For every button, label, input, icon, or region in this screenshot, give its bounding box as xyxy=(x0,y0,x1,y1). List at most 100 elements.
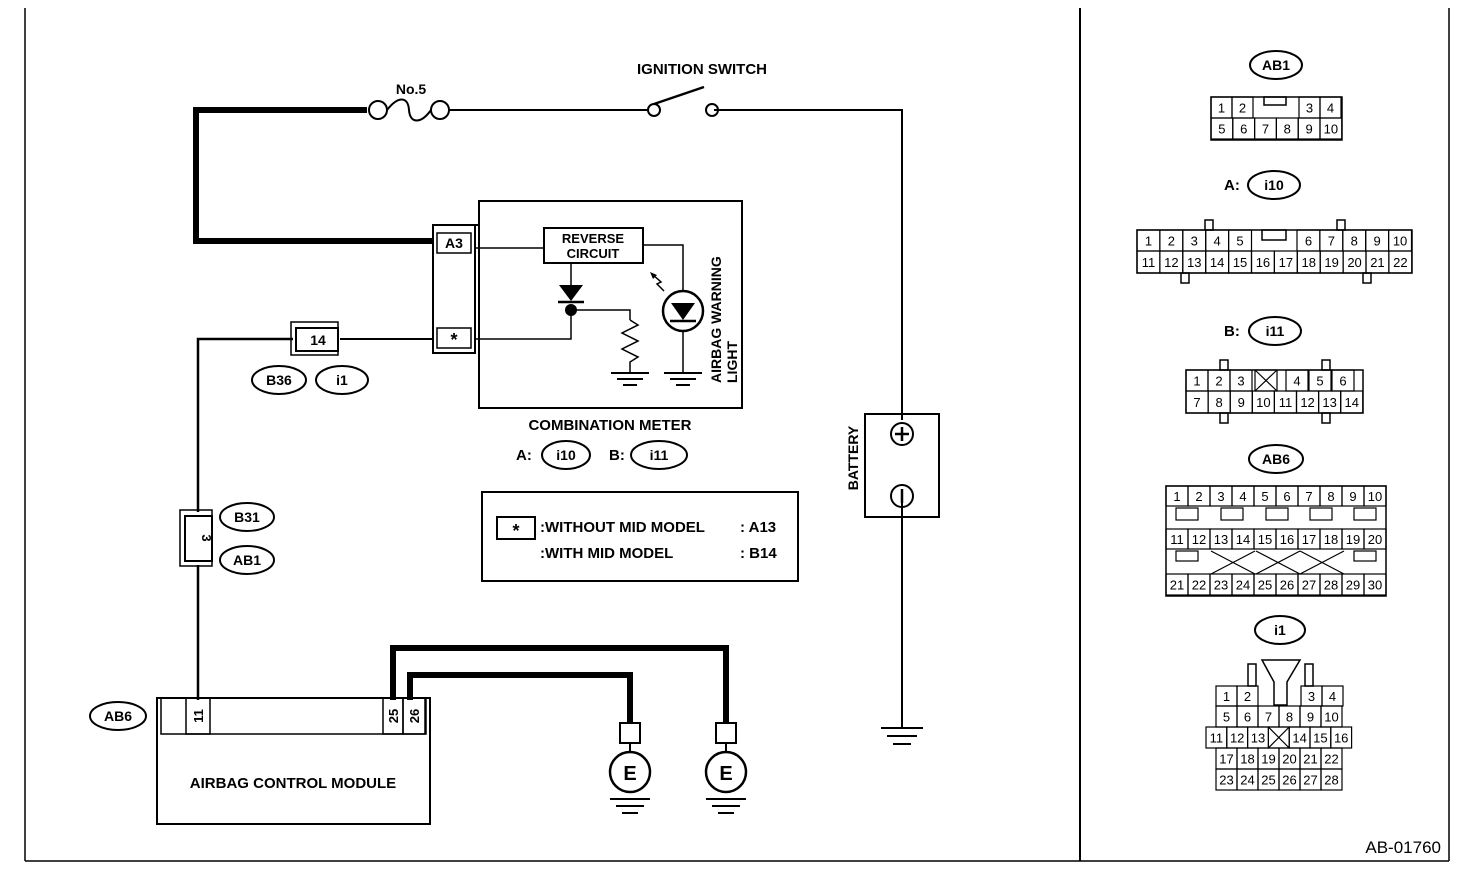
latch-notch xyxy=(1175,550,1199,562)
pin-number: 27 xyxy=(1302,578,1316,593)
warning-light-label-1: AIRBAG WARNING xyxy=(708,256,724,383)
figure-id: AB-01760 xyxy=(1365,838,1441,857)
connector-pin-3: 3 xyxy=(199,534,214,541)
pin-number: 22 xyxy=(1393,255,1407,270)
battery-ground-icon xyxy=(881,727,923,745)
pin-number: 29 xyxy=(1346,578,1360,593)
ab1-pin: 6 xyxy=(1232,117,1256,140)
ab6-pin: 8 xyxy=(1319,485,1343,507)
terminal-a3: A3 xyxy=(445,235,463,251)
pin-number: 30 xyxy=(1368,578,1382,593)
ab6-pin: 12 xyxy=(1187,528,1211,550)
i10-pin: 7 xyxy=(1319,229,1344,252)
latch-notch xyxy=(1309,507,1333,521)
note-row2-text: :WITH MID MODEL xyxy=(540,545,673,562)
connector-view-i1-title: i1 xyxy=(1274,622,1286,638)
pin-number: 14 xyxy=(1210,255,1224,270)
ab1-pin: 3 xyxy=(1298,96,1321,119)
i1-pin: 6 xyxy=(1236,705,1259,728)
blocked-bay xyxy=(1299,550,1345,575)
diagram-frame xyxy=(24,8,1450,862)
note-star: * xyxy=(512,521,519,541)
pin-number: 19 xyxy=(1261,752,1275,767)
pin-number: 5 xyxy=(1316,374,1323,389)
ab1-pin: 7 xyxy=(1253,117,1277,140)
ab6-pin: 22 xyxy=(1187,573,1211,596)
pin-number: 8 xyxy=(1327,489,1334,504)
i1-pin: 13 xyxy=(1246,726,1269,749)
i10-pin: 15 xyxy=(1227,250,1253,274)
model-note-box: * :WITHOUT MID MODEL : A13 :WITH MID MOD… xyxy=(481,491,799,582)
pin-number: 11 xyxy=(1210,731,1224,746)
i11-pin: 9 xyxy=(1229,390,1253,414)
pin-number: 9 xyxy=(1374,234,1381,249)
i1-pin: 11 xyxy=(1205,726,1228,749)
airbag-control-module: 11 25 26 AIRBAG CONTROL MODULE AB6 xyxy=(89,697,431,825)
i11-pin: 12 xyxy=(1295,390,1320,414)
pin-number: 25 xyxy=(1258,578,1272,593)
module-pin-11: 11 xyxy=(191,709,206,723)
i11-pin: 14 xyxy=(1340,390,1364,414)
pin-number: 3 xyxy=(1191,234,1198,249)
pin-number: 11 xyxy=(1279,395,1293,410)
pin-number: 13 xyxy=(1322,395,1336,410)
ab6-pin: 4 xyxy=(1231,485,1255,507)
i10-pin: 8 xyxy=(1342,229,1367,252)
ab6-pin: 9 xyxy=(1341,485,1365,507)
pin-number: 28 xyxy=(1324,578,1338,593)
ab6-pin: 29 xyxy=(1341,573,1365,596)
i10-pin: 9 xyxy=(1365,229,1390,252)
pin-number: 3 xyxy=(1308,689,1315,704)
i1-pin: 19 xyxy=(1257,747,1280,770)
i10-pin: 6 xyxy=(1296,229,1321,252)
i1-pin: 15 xyxy=(1309,726,1332,749)
pin-number: 19 xyxy=(1346,532,1360,547)
pin-number: 20 xyxy=(1368,532,1382,547)
pin-number: 25 xyxy=(1261,773,1275,788)
i1-pin: 17 xyxy=(1215,747,1238,770)
i1-pin: 2 xyxy=(1236,685,1259,707)
i11-pin: 4 xyxy=(1285,369,1309,392)
pin-number: 26 xyxy=(1282,773,1296,788)
ab6-pin: 25 xyxy=(1253,573,1277,596)
pin-number: 27 xyxy=(1303,773,1317,788)
i1-pin: 23 xyxy=(1215,768,1238,791)
pin-number: 8 xyxy=(1351,234,1358,249)
pin-number: 1 xyxy=(1223,689,1230,704)
i1-pin: 22 xyxy=(1320,747,1343,770)
terminal-star: * xyxy=(450,330,457,350)
pin-number: 22 xyxy=(1324,752,1338,767)
combination-meter: A3 * REVERSE CIRCUIT xyxy=(432,200,743,470)
pin-number: 1 xyxy=(1193,374,1200,389)
pin-number: 19 xyxy=(1324,255,1338,270)
body-ground-e1: E xyxy=(608,722,652,814)
i10-pin: 11 xyxy=(1136,250,1161,274)
ab6-pin: 15 xyxy=(1253,528,1277,550)
note-row1-value: : A13 xyxy=(740,519,776,536)
i1-pin: 20 xyxy=(1278,747,1301,770)
connector-pin-14: 14 xyxy=(310,332,326,348)
ab1-pin: 2 xyxy=(1231,96,1254,119)
pin-number: 13 xyxy=(1214,532,1228,547)
reverse-circuit-line2: CIRCUIT xyxy=(567,246,620,261)
body-ground-e2: E xyxy=(704,722,748,814)
ab6-pin: 10 xyxy=(1363,485,1387,507)
pin-number: 1 xyxy=(1145,234,1152,249)
pin-number: 1 xyxy=(1218,101,1225,116)
pin-number: 9 xyxy=(1349,489,1356,504)
ab6-pin: 1 xyxy=(1165,485,1189,507)
pin-number: 5 xyxy=(1218,122,1225,137)
pin-number: 2 xyxy=(1168,234,1175,249)
pin-number: 11 xyxy=(1170,532,1184,547)
pin-number: 23 xyxy=(1214,578,1228,593)
meter-connector-a-prefix: A: xyxy=(516,447,532,464)
pin-number: 14 xyxy=(1345,395,1359,410)
i10-pin: 14 xyxy=(1205,250,1230,274)
i10-pin: 10 xyxy=(1387,229,1413,252)
i10-pin: 18 xyxy=(1296,250,1321,274)
connector-b31-ab1: 3 B31 AB1 xyxy=(179,502,275,575)
i1-pin xyxy=(1267,726,1290,749)
